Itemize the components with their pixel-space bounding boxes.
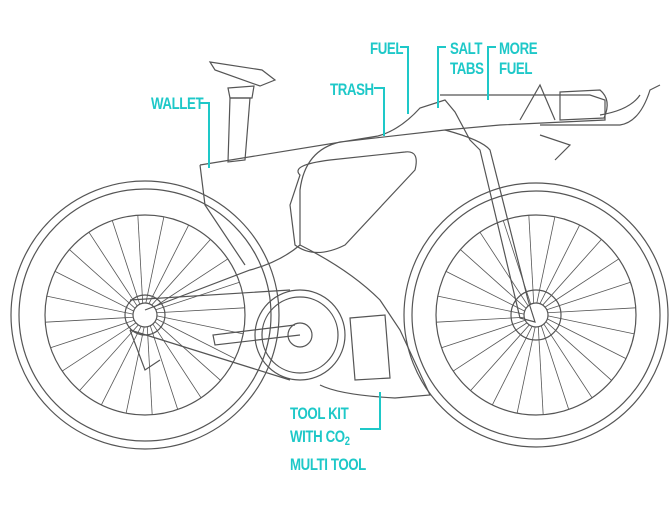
spoke: [146, 326, 153, 415]
spoke: [516, 326, 536, 414]
rear-wheel: [10, 180, 280, 450]
label-salt-tabs: SALT TABS: [450, 39, 484, 79]
chainring: [254, 289, 346, 381]
spoke: [137, 215, 144, 304]
front-wheel: [403, 182, 669, 448]
label-more-fuel: MORE FUEL: [499, 39, 538, 79]
spoke: [45, 316, 134, 323]
spoke: [491, 326, 533, 406]
spoke: [145, 216, 165, 304]
label-trash: TRASH: [330, 80, 374, 99]
label-tool-kit: TOOL KIT WITH CO2 MULTI TOOL: [290, 402, 366, 476]
spoke: [547, 315, 635, 335]
label-line: WITH CO2: [290, 427, 350, 448]
label-line: TOOL KIT: [290, 404, 349, 423]
spoke: [502, 220, 532, 305]
tool-kit-box: [349, 314, 391, 381]
spoke: [156, 307, 245, 314]
spoke: [111, 220, 141, 305]
spoke: [437, 295, 525, 315]
spoke: [50, 319, 135, 349]
spoke: [154, 321, 221, 381]
spoke: [542, 239, 602, 306]
label-line: MULTI TOOL: [290, 455, 366, 474]
spoke: [445, 270, 525, 312]
spoke: [479, 231, 529, 307]
frame: [144, 99, 536, 323]
spoke: [69, 249, 136, 309]
spoke: [54, 270, 134, 312]
saddle: [208, 61, 277, 87]
derailleur: [129, 329, 161, 371]
spoke: [79, 324, 139, 391]
spoke: [153, 258, 229, 308]
spoke: [152, 323, 202, 399]
seat-post: [227, 97, 251, 163]
spoke: [537, 326, 544, 415]
spoke: [544, 258, 620, 308]
front-rotor: [510, 289, 562, 341]
frame-window: [289, 151, 417, 254]
seat-clamp: [227, 85, 255, 99]
spoke: [61, 322, 137, 372]
spoke: [543, 323, 593, 399]
chain: [129, 289, 291, 381]
spoke: [547, 307, 636, 314]
spoke: [452, 322, 528, 372]
spoke: [536, 216, 556, 304]
label-line: MORE: [499, 39, 538, 58]
spoke: [88, 231, 138, 307]
spoke: [156, 315, 244, 335]
crank-arm: [212, 324, 301, 346]
label-line: FUEL: [499, 59, 533, 78]
spoke: [436, 316, 525, 323]
spoke: [470, 324, 530, 391]
spoke: [46, 295, 134, 315]
spoke: [528, 215, 535, 304]
cassette: [124, 294, 166, 336]
spoke: [100, 326, 142, 406]
spoke: [156, 318, 236, 360]
spoke: [149, 325, 179, 410]
bottle: [559, 89, 608, 121]
label-fuel: FUEL: [370, 39, 404, 58]
frame-underside: [299, 244, 431, 399]
spoke: [545, 321, 612, 381]
label-line: TABS: [450, 59, 484, 78]
leader-lines: [200, 46, 496, 430]
spoke: [540, 325, 570, 410]
brake-lever: [539, 134, 572, 161]
spoke: [546, 281, 631, 311]
label-wallet: WALLET: [151, 94, 204, 113]
spoke: [148, 224, 190, 304]
spoke: [441, 319, 526, 349]
spoke: [539, 224, 581, 304]
label-line: SALT: [450, 39, 483, 58]
spoke: [151, 239, 211, 306]
aerobars: [440, 83, 661, 131]
spoke: [547, 318, 627, 360]
spoke: [125, 326, 145, 414]
